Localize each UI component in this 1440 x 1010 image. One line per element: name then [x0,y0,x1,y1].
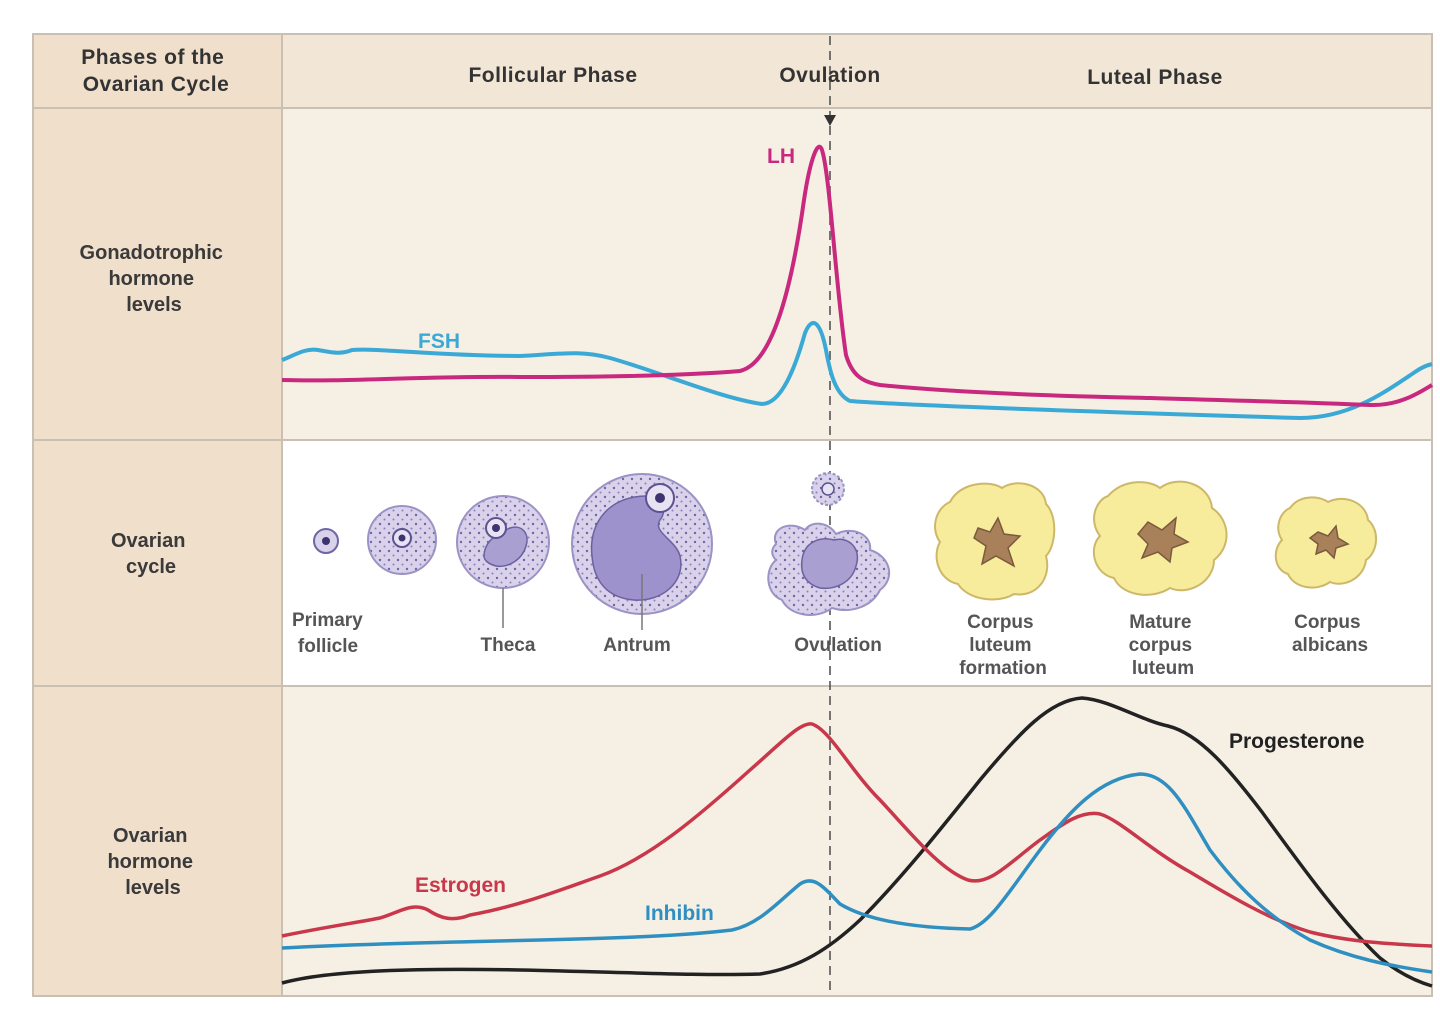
primary-follicle-illustration [313,528,339,554]
progesterone-curve [281,696,1433,988]
stage-label-corpus-luteum-formation: Corpus luteum formation [959,612,1047,679]
ovarian-hormone-panel [282,686,1432,996]
gonadotrophic-panel [282,108,1432,440]
stage-label-ovulation: Ovulation [794,635,882,656]
row-label-ovarian-hormones: Ovarian hormone levels [107,825,198,899]
phase-ovulation: Ovulation [779,64,880,87]
stage-label-primary-follicle: Primary follicle [292,610,368,657]
lh-curve [281,144,1434,408]
header-background [282,34,1432,108]
estrogen-curve [281,722,1433,948]
label-column-background [33,34,282,996]
fsh-curve [281,320,1433,420]
corpus-luteum-formation-illustration [934,482,1056,601]
theca-follicle-illustration [456,495,550,628]
phase-follicular: Follicular Phase [468,64,637,87]
row-label-ovarian-cycle: Ovarian cycle [111,530,191,578]
estrogen-label: Estrogen [415,874,506,897]
lh-label: LH [767,145,795,168]
stage-label-antrum: Antrum [603,635,671,656]
corner-title: Phases of the Ovarian Cycle [81,46,230,96]
stage-label-theca: Theca [481,635,536,656]
inhibin-label: Inhibin [645,902,714,925]
grid-lines [32,33,1433,997]
stage-label-corpus-albicans: Corpus albicans [1292,612,1368,656]
ovulation-illustration [767,472,891,616]
row-label-gonadotrophic: Gonadotrophic hormone levels [80,242,229,316]
mature-corpus-luteum-illustration [1092,480,1228,596]
corpus-albicans-illustration [1274,496,1377,589]
phase-luteal: Luteal Phase [1087,66,1223,89]
inhibin-curve [281,772,1433,974]
stage-label-mature-corpus-luteum: Mature corpus luteum [1129,612,1198,679]
fsh-label: FSH [418,330,460,353]
progesterone-label: Progesterone [1229,730,1364,753]
secondary-follicle-illustration [367,505,437,575]
antrum-follicle-illustration [571,473,713,630]
ovulation-marker-arrow [824,115,836,126]
